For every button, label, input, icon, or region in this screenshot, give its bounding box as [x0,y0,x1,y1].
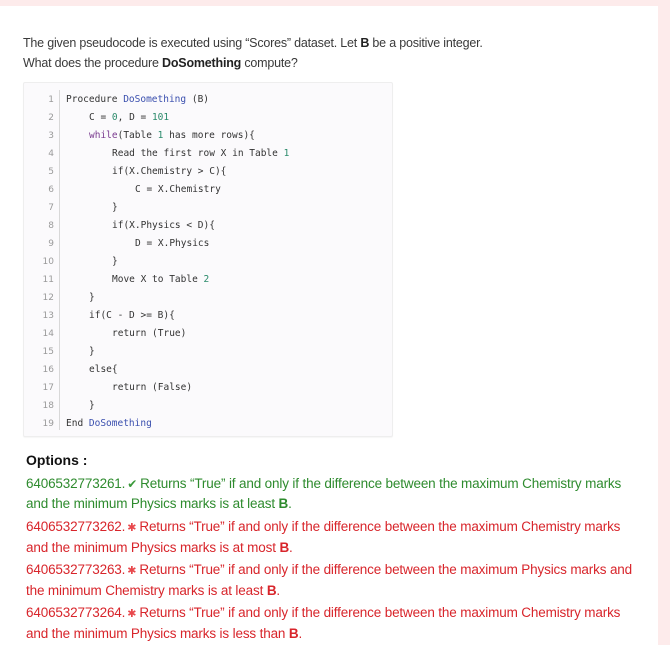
code-text: if(C - D >= B){ [89,310,175,321]
option-text: Returns “True” if and only if the differ… [26,605,621,641]
line-number: 7 [48,203,54,213]
code-text: if(X.Chemistry > C){ [112,166,227,177]
code-text: C = X.Chemistry [135,184,221,195]
code-line: 17 return (False) [24,379,392,397]
gutter-divider [59,90,60,430]
option-variable-b: B [278,496,289,511]
code-text: while(Table 1 has more rows){ [89,130,255,141]
option-end: . [288,496,292,511]
code-line: 3 while(Table 1 has more rows){ [24,127,392,145]
code-line: 9 D = X.Physics [24,235,392,253]
code-line: 19 End DoSomething [24,415,392,433]
option-text: Returns “True” if and only if the differ… [26,476,622,511]
line-number: 4 [48,149,54,159]
code-text: Move X to Table 2 [112,274,210,285]
code-text: else{ [89,364,118,375]
code-line: 11 Move X to Table 2 [24,271,392,289]
option-2-wrong: 6406532773262.✱Returns “True” if and onl… [26,517,636,557]
code-line: 16 else{ [24,361,392,379]
cross-icon: ✱ [127,522,137,534]
code-text: } [89,346,95,357]
option-id: 6406532773261. [26,476,126,491]
option-variable-b: B [279,540,290,555]
options-heading: Options : [26,452,88,468]
question-card: The given pseudocode is executed using “… [0,6,658,645]
line-number: 10 [42,257,54,267]
code-line: 10} [24,253,392,271]
pseudocode-block: 1 Procedure DoSomething (B) 2 C = 0, D = 10… [23,82,393,437]
code-line: 4 Read the first row X in Table 1 [24,145,392,163]
line-number: 16 [42,365,54,375]
code-line: 13 if(C - D >= B){ [24,307,392,325]
line-number: 18 [42,401,54,411]
code-line: 2 C = 0, D = 101 [24,109,392,127]
option-4-wrong: 6406532773264.✱Returns “True” if and onl… [26,603,636,643]
option-3-wrong: 6406532773263.✱Returns “True” if and onl… [26,560,636,600]
code-text: D = X.Physics [135,238,210,249]
code-text: End DoSomething [66,418,152,429]
line-number: 9 [48,239,54,249]
line-number: 13 [42,311,54,321]
option-id: 6406532773264. [26,605,126,620]
option-variable-b: B [266,583,277,598]
code-line: 15} [24,343,392,361]
option-id: 6406532773262. [26,519,126,534]
question-text: The given pseudocode is executed using “… [23,36,483,70]
code-text: return (False) [112,382,193,393]
code-line: 7} [24,199,392,217]
code-text: if(X.Physics < D){ [112,220,215,231]
code-line: 8 if(X.Physics < D){ [24,217,392,235]
line-number: 12 [42,293,54,303]
code-text: } [112,256,118,267]
option-end: . [298,626,303,641]
check-icon: ✔ [127,477,138,491]
code-text: Read the first row X in Table 1 [112,148,290,159]
variable-b: B [360,36,370,50]
option-text: Returns “True” if and only if the differ… [26,562,633,598]
option-end: . [289,540,293,555]
code-line: 1 Procedure DoSomething (B) [24,91,392,109]
cross-icon: ✱ [127,565,137,577]
line-number: 19 [42,419,54,429]
option-text: Returns “True” if and only if the differ… [26,519,621,555]
code-text: } [89,400,95,411]
option-end: . [276,583,281,598]
line-number: 1 [48,95,54,105]
line-number: 14 [42,329,54,339]
code-line: 6 C = X.Chemistry [24,181,392,199]
code-text: Procedure DoSomething (B) [66,94,210,105]
line-number: 8 [48,221,54,231]
line-number: 11 [42,275,54,285]
code-text: } [112,202,118,213]
procedure-name: DoSomething [162,56,242,70]
code-text: } [89,292,95,303]
option-1-correct: 6406532773261.✔Returns “True” if and onl… [26,474,636,513]
code-line: 18} [24,397,392,415]
option-variable-b: B [288,626,299,641]
code-line: 14 return (True) [24,325,392,343]
line-number: 5 [48,167,54,177]
line-number: 15 [42,347,54,357]
code-line: 5 if(X.Chemistry > C){ [24,163,392,181]
code-text: return (True) [112,328,187,339]
line-number: 2 [48,113,54,123]
line-number: 3 [48,131,54,141]
code-text: C = 0, D = 101 [89,112,170,123]
line-number: 6 [48,185,54,195]
option-id: 6406532773263. [26,562,126,577]
cross-icon: ✱ [127,608,137,620]
line-number: 17 [42,383,54,393]
code-line: 12} [24,289,392,307]
